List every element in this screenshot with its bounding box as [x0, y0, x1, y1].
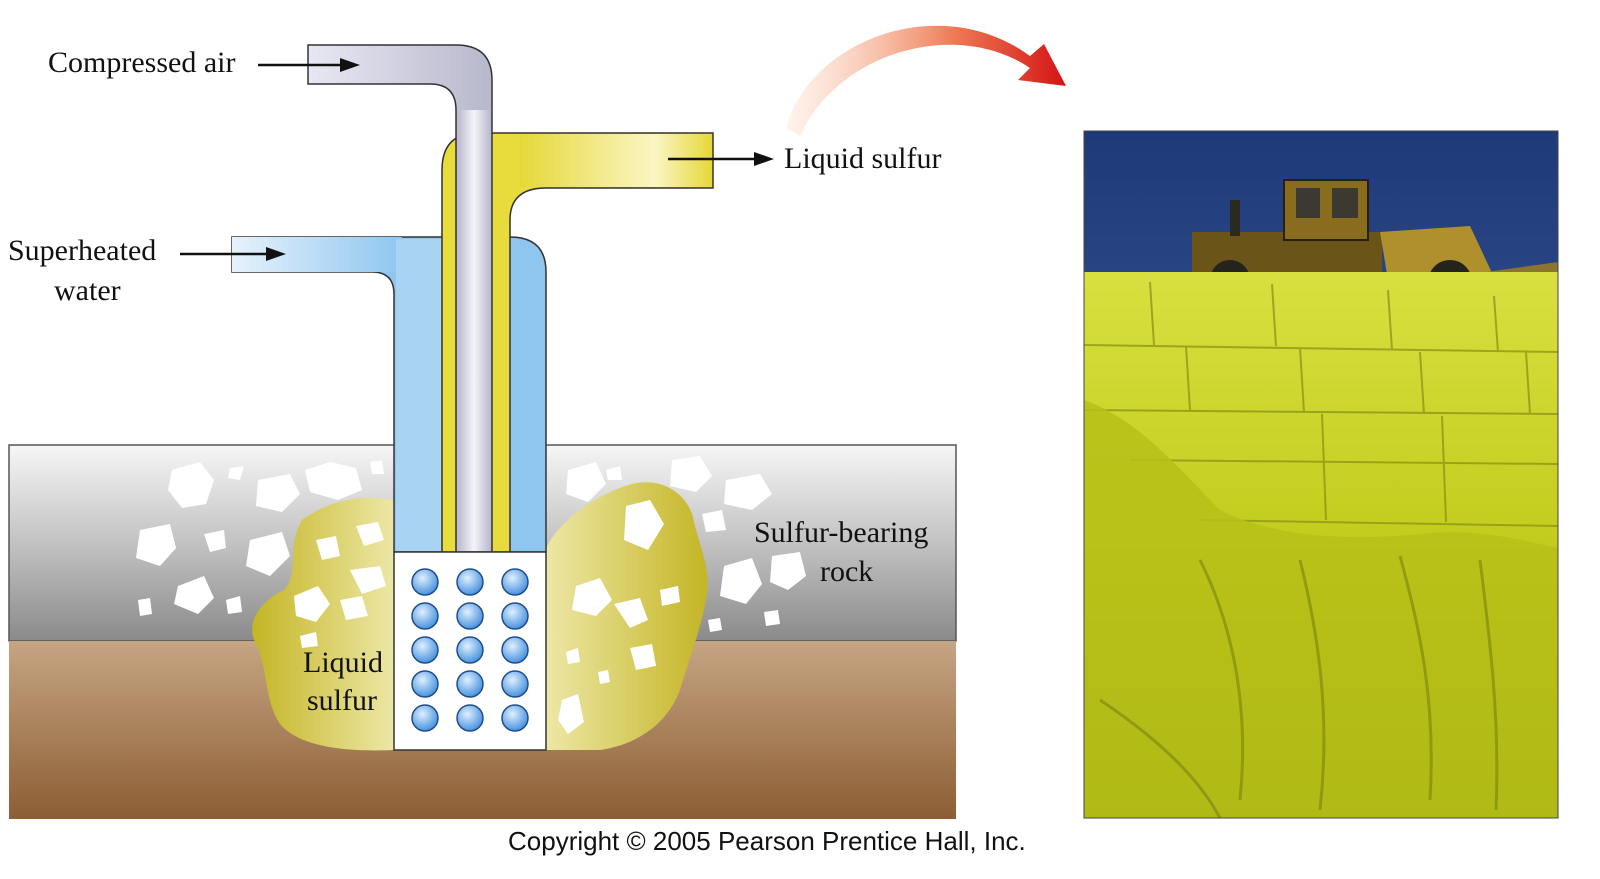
sulfur-rubble [1084, 400, 1558, 818]
label-pool-line2: sulfur [307, 684, 377, 717]
label-rock-line2: rock [820, 555, 873, 588]
rock-fragments [136, 456, 806, 632]
label-rock-line1: Sulfur-bearing [754, 516, 928, 549]
right-arrow-icon [668, 152, 774, 166]
sulfur-pool-left [252, 497, 394, 751]
liquid-sulfur-pipe [441, 132, 714, 553]
right-arrow-icon [258, 58, 360, 72]
right-arrow-icon [180, 247, 286, 261]
sulfur-rubble-shading [1099, 555, 1499, 818]
label-pool-line1: Liquid [303, 646, 383, 679]
label-superheated-line2: water [54, 274, 121, 307]
copyright-text: Copyright © 2005 Pearson Prentice Hall, … [508, 826, 1026, 856]
sulfur-mine-photo [1084, 131, 1558, 818]
curved-arrow-icon [786, 25, 1066, 136]
pool-rock-fragments [294, 500, 680, 734]
label-liquid-sulfur-out: Liquid sulfur [784, 142, 942, 175]
perforation-holes [411, 568, 529, 732]
label-superheated-line1: Superheated [8, 234, 156, 267]
sulfur-block-lines [1084, 281, 1558, 527]
label-compressed-air: Compressed air [48, 46, 235, 79]
